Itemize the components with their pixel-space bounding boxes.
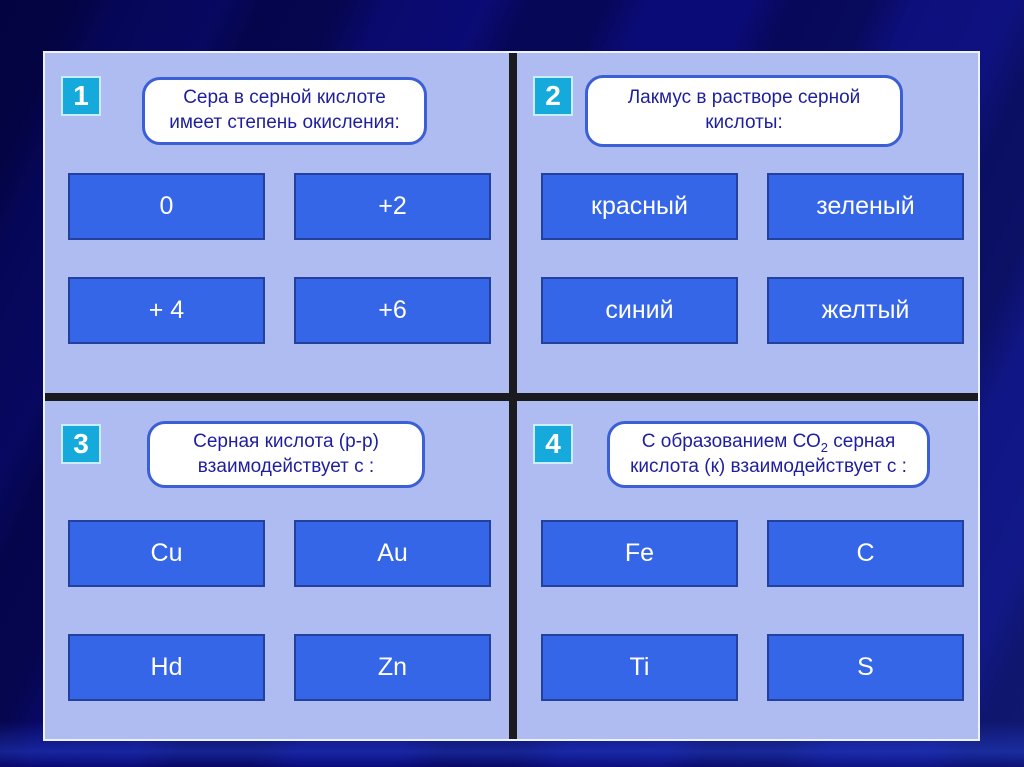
question-text: Сера в серной кислоте имеет степень окис… <box>169 87 400 133</box>
question-box: Серная кислота (р-р) взаимодействует с : <box>147 421 425 489</box>
answer-button[interactable]: C <box>767 520 964 587</box>
question-text: Лакмус в растворе серной кислоты: <box>627 87 861 133</box>
question-number-badge: 3 <box>61 424 101 464</box>
question-text-subscript: 2 <box>820 439 828 455</box>
answer-button[interactable]: Ti <box>541 634 738 701</box>
answer-button[interactable]: зеленый <box>767 173 964 240</box>
answer-button[interactable]: Fe <box>541 520 738 587</box>
answer-button[interactable]: + 4 <box>68 277 265 344</box>
slide-panel: 1 Сера в серной кислоте имеет степень ок… <box>43 51 980 741</box>
question-number-badge: 2 <box>533 76 573 116</box>
question-text: С образованием СО2 серная кислота (к) вз… <box>622 430 915 479</box>
question-text-post: серная кислота (к) взаимодействует с : <box>630 431 907 477</box>
answer-button[interactable]: Cu <box>68 520 265 587</box>
answer-button[interactable]: Hd <box>68 634 265 701</box>
answer-button[interactable]: желтый <box>767 277 964 344</box>
quadrant-divider-horizontal <box>45 393 978 401</box>
quadrant-4: 4 С образованием СО2 серная кислота (к) … <box>517 401 978 739</box>
quadrant-1: 1 Сера в серной кислоте имеет степень ок… <box>45 53 509 393</box>
question-text: Серная кислота (р-р) взаимодействует с : <box>193 431 379 477</box>
answer-button[interactable]: Zn <box>294 634 491 701</box>
question-number-badge: 4 <box>533 424 573 464</box>
question-box: С образованием СО2 серная кислота (к) вз… <box>607 421 930 489</box>
question-text-pre: С образованием СО <box>641 431 821 452</box>
answer-button[interactable]: S <box>767 634 964 701</box>
question-box: Сера в серной кислоте имеет степень окис… <box>142 77 427 145</box>
quadrant-3: 3 Серная кислота (р-р) взаимодействует с… <box>45 401 509 739</box>
quadrant-2: 2 Лакмус в растворе серной кислоты: крас… <box>517 53 978 393</box>
answer-button[interactable]: красный <box>541 173 738 240</box>
answer-button[interactable]: +6 <box>294 277 491 344</box>
question-number-badge: 1 <box>61 76 101 116</box>
answer-button[interactable]: +2 <box>294 173 491 240</box>
answer-button[interactable]: синий <box>541 277 738 344</box>
answer-button[interactable]: Au <box>294 520 491 587</box>
answer-button[interactable]: 0 <box>68 173 265 240</box>
question-box: Лакмус в растворе серной кислоты: <box>585 75 903 147</box>
